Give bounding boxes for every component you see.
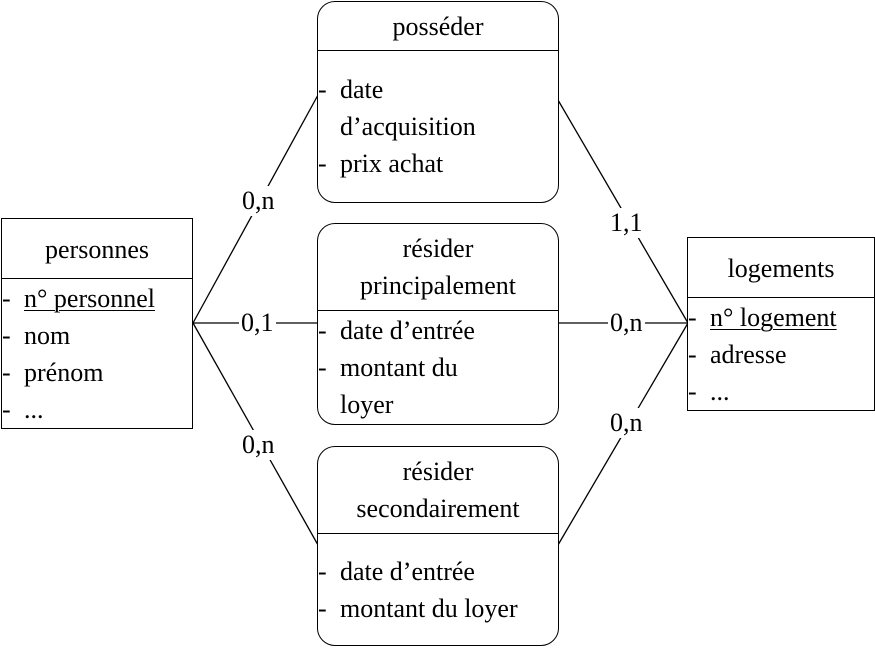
association-secondaire-name-line-1: résider <box>402 457 474 486</box>
association-posseder-name: posséder <box>392 12 484 41</box>
cardinality-personnes-posseder: 0,n <box>240 186 277 216</box>
entity-personnes: personnes -n° personnel -nom -prénom -..… <box>1 218 193 429</box>
association-secondaire-name-line-2: secondairement <box>356 494 520 523</box>
association-principal-name-line-2: principalement <box>360 271 516 300</box>
association-resider-principalement: résider principalement -date d’entrée -m… <box>317 223 559 425</box>
cardinality-principal-logements: 0,n <box>608 308 645 338</box>
entity-logements-name: logements <box>727 254 835 283</box>
association-principal-separator <box>318 310 558 311</box>
cardinality-personnes-secondaire: 0,n <box>240 430 277 460</box>
cardinality-personnes-principal: 0,1 <box>239 308 276 338</box>
identifier-label: n° logement <box>710 303 837 332</box>
cardinality-secondaire-logements: 0,n <box>608 408 645 438</box>
cardinality-posseder-logements: 1,1 <box>608 208 645 238</box>
association-secondaire-separator <box>318 533 558 534</box>
entity-personnes-name: personnes <box>45 235 149 264</box>
identifier-label: n° personnel <box>24 284 155 313</box>
entity-personnes-separator <box>2 278 192 279</box>
association-resider-secondairement: résider secondairement -date d’entrée -m… <box>317 446 559 646</box>
association-posseder-separator <box>318 50 558 51</box>
entity-logements-separator <box>688 297 874 298</box>
association-principal-name-line-1: résider <box>402 234 474 263</box>
entity-logements: logements -n° logement -adresse -... <box>687 237 875 411</box>
association-posseder: posséder -date d’acquisition -prix achat <box>317 1 559 203</box>
